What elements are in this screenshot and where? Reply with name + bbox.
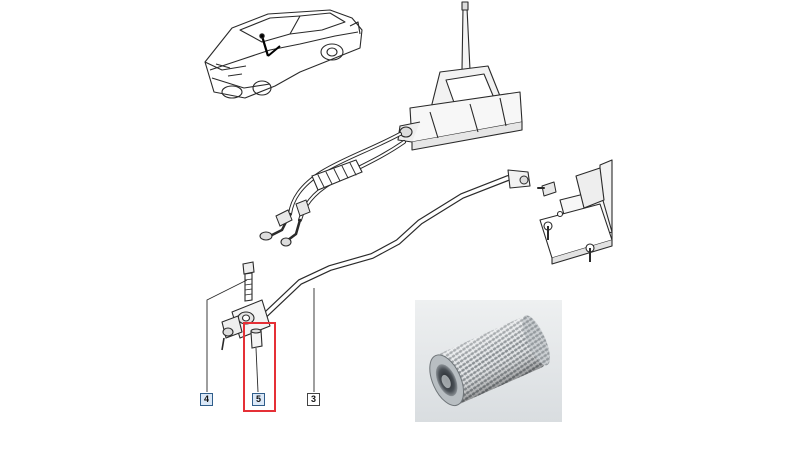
gear-linkage-rod bbox=[259, 169, 557, 321]
gear-shifter-icon bbox=[397, 1, 523, 151]
callout-gear-rod[interactable]: 3 bbox=[307, 393, 320, 406]
selected-part-highlight bbox=[243, 322, 276, 412]
bushing-part bbox=[250, 328, 263, 349]
rod-clamp bbox=[221, 299, 271, 351]
bolt-part bbox=[242, 261, 255, 302]
shift-cables bbox=[259, 132, 406, 247]
leader-lines bbox=[206, 279, 315, 393]
knurled-bushing-photo bbox=[429, 315, 550, 407]
bushing-photo bbox=[415, 300, 562, 422]
callout-bolt[interactable]: 4 bbox=[200, 393, 213, 406]
gearbox-bracket bbox=[539, 159, 613, 265]
car-illustration-icon bbox=[204, 9, 363, 99]
callout-bushing[interactable]: 5 bbox=[252, 393, 265, 406]
